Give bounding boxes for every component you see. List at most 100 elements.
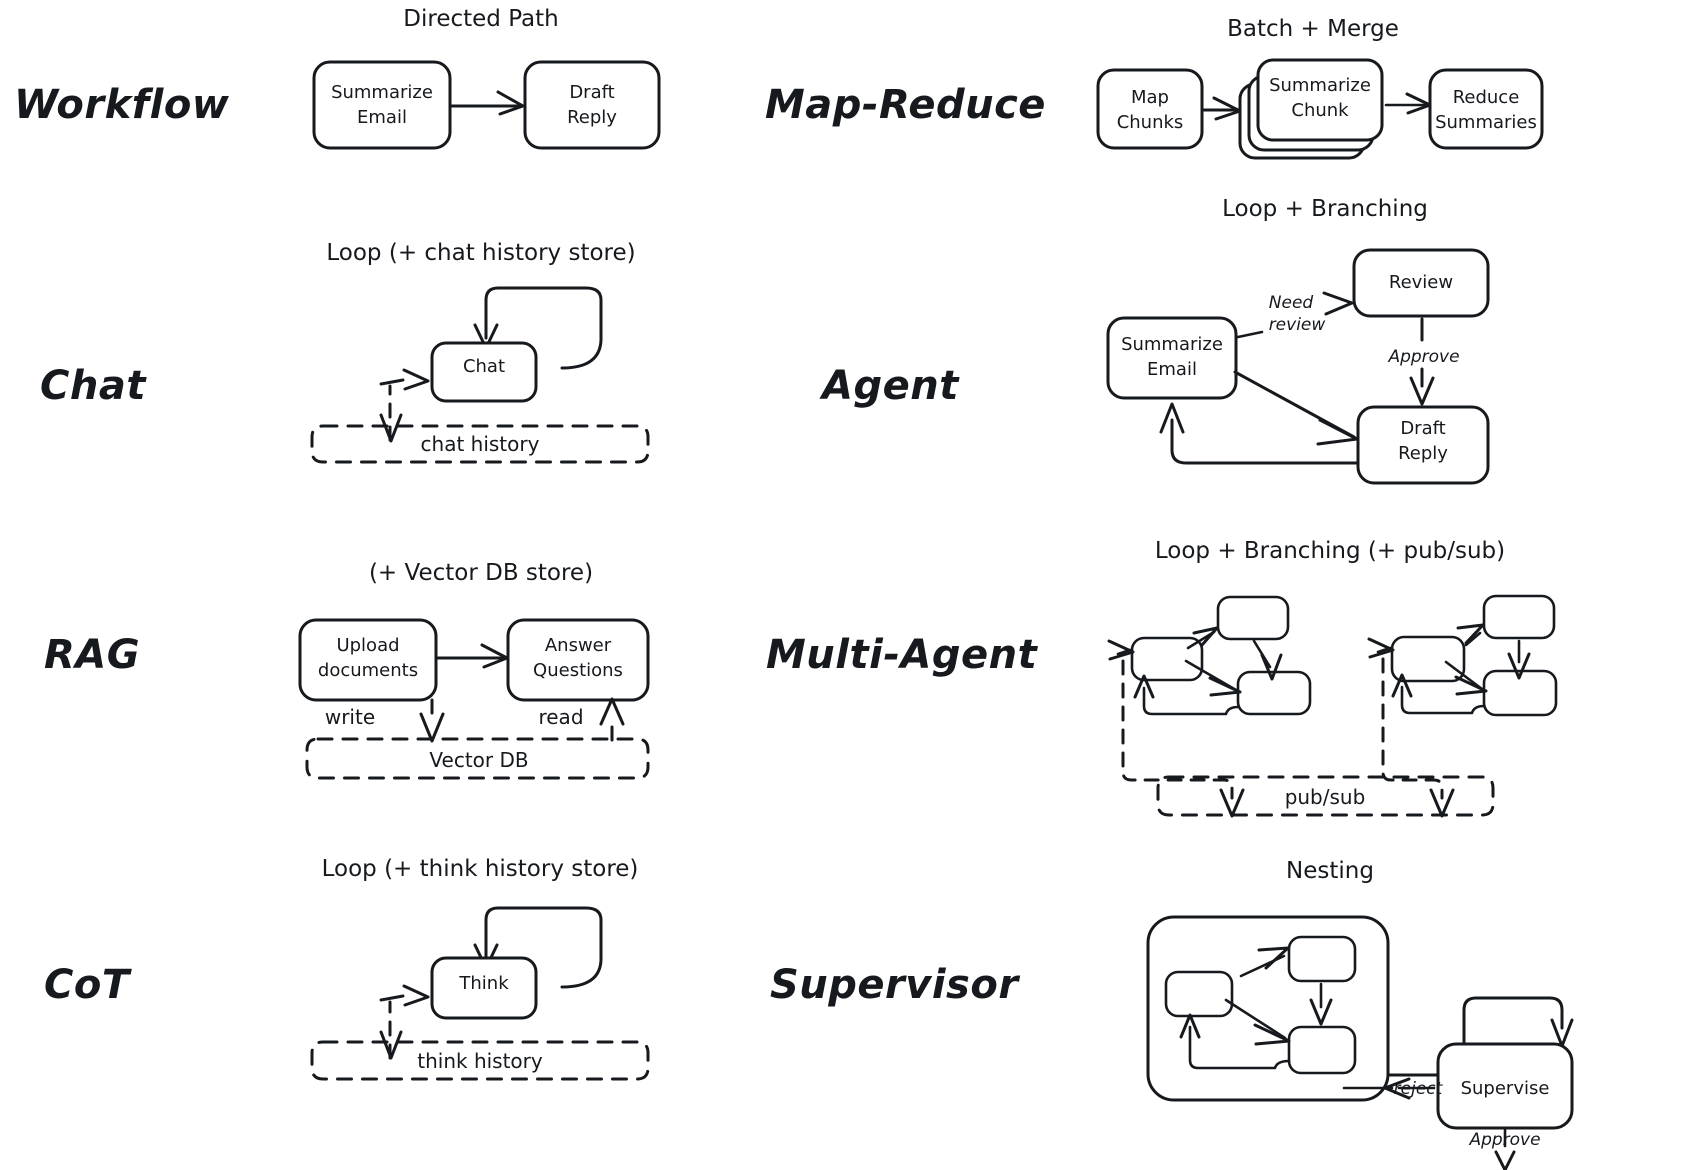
node-label: Summarize bbox=[1121, 334, 1223, 355]
node-label: Draft bbox=[1400, 418, 1445, 439]
pattern-title-directed-path: Directed Path bbox=[403, 6, 559, 32]
arrowhead-icon bbox=[1253, 1023, 1291, 1046]
node-agent-left[interactable] bbox=[1390, 635, 1466, 683]
edge-label: review bbox=[1269, 315, 1326, 335]
node-draft-reply[interactable] bbox=[1356, 405, 1490, 485]
edge-arrow bbox=[379, 994, 405, 1002]
node-chat[interactable] bbox=[430, 341, 538, 403]
node-supervise[interactable] bbox=[1436, 1042, 1574, 1130]
arrowhead-icon bbox=[1367, 637, 1395, 659]
diagram-rag: Upload documents Answer Questions write … bbox=[298, 618, 650, 780]
node-agent-bottom[interactable] bbox=[1236, 670, 1312, 716]
arrowhead-icon bbox=[1322, 291, 1354, 316]
edge-loop-back bbox=[1400, 685, 1486, 715]
node-summarize-email[interactable] bbox=[1106, 316, 1238, 400]
row-label-workflow: Workflow bbox=[14, 82, 230, 128]
arrowhead-icon bbox=[379, 413, 403, 443]
node-think[interactable] bbox=[430, 956, 538, 1020]
node-label: Map bbox=[1131, 87, 1169, 108]
node-label: Email bbox=[1147, 359, 1197, 380]
store-pub-sub bbox=[1156, 775, 1495, 817]
edge-label: reject bbox=[1394, 1079, 1444, 1099]
arrowhead-icon bbox=[402, 984, 430, 1007]
arrowhead-icon bbox=[496, 90, 525, 116]
arrowhead-icon bbox=[1260, 653, 1283, 681]
store-think-history bbox=[310, 1040, 650, 1081]
node-sub-agent-left[interactable] bbox=[1164, 970, 1234, 1018]
node-agent-top[interactable] bbox=[1216, 595, 1290, 641]
node-agent-left[interactable] bbox=[1130, 636, 1204, 682]
diagram-chat: Chat chat history bbox=[310, 286, 650, 464]
store-label: chat history bbox=[421, 432, 540, 456]
node-answer-questions[interactable] bbox=[506, 618, 650, 702]
arrowhead-icon bbox=[402, 368, 430, 391]
store-vector-db bbox=[305, 737, 650, 780]
node-label: Think bbox=[458, 973, 509, 994]
node-agent-top[interactable] bbox=[1482, 594, 1556, 640]
node-label: Questions bbox=[533, 660, 623, 681]
arrowhead-icon bbox=[1494, 1150, 1516, 1170]
node-label: Chunks bbox=[1117, 112, 1184, 133]
arrowhead-icon bbox=[1405, 92, 1432, 115]
node-label: Answer bbox=[545, 635, 612, 656]
node-label: Chunk bbox=[1291, 100, 1349, 121]
node-draft-reply[interactable] bbox=[523, 60, 661, 150]
row-label-chat: Chat bbox=[40, 363, 146, 409]
diagram-multi-agent: pub/sub bbox=[1107, 594, 1558, 818]
node-sub-agent-top[interactable] bbox=[1287, 935, 1357, 983]
pattern-title-loop-branching: Loop + Branching bbox=[1222, 196, 1428, 222]
arrowhead-icon bbox=[1257, 946, 1290, 970]
edge-arrow bbox=[1444, 660, 1484, 691]
row-label-rag: RAG bbox=[44, 632, 141, 678]
arrowhead-icon bbox=[1212, 96, 1242, 121]
row-label-supervisor: Supervisor bbox=[770, 962, 1019, 1008]
node-label: Upload bbox=[336, 635, 399, 656]
node-label: Summarize bbox=[331, 82, 433, 103]
node-agent-bottom[interactable] bbox=[1482, 669, 1558, 717]
pattern-title-nesting: Nesting bbox=[1286, 858, 1374, 884]
node-label: Draft bbox=[569, 82, 614, 103]
node-map-chunks[interactable] bbox=[1096, 68, 1204, 150]
node-review[interactable] bbox=[1352, 248, 1490, 318]
edge-self-loop bbox=[484, 906, 603, 989]
diagram-workflow: Summarize Email Draft Reply bbox=[312, 60, 661, 150]
node-label: Review bbox=[1389, 272, 1453, 293]
store-label: Vector DB bbox=[429, 748, 528, 772]
arrowhead-icon bbox=[1454, 675, 1488, 696]
arrowhead-icon bbox=[1107, 639, 1135, 661]
edge-label: read bbox=[538, 705, 583, 729]
edge-loop-back bbox=[1142, 686, 1240, 716]
node-summarize-email[interactable] bbox=[312, 60, 452, 150]
diagram-map-reduce: Map Chunks Summarize Chunk Reduce Summar… bbox=[1096, 58, 1544, 160]
edge-loop-back bbox=[1188, 1025, 1291, 1070]
node-summarize-chunk[interactable] bbox=[1256, 58, 1384, 142]
edge-self-loop bbox=[484, 286, 603, 370]
store-chat-history bbox=[310, 424, 650, 464]
edge-publish-dashed bbox=[1381, 657, 1444, 800]
edge-arrow bbox=[1224, 998, 1287, 1040]
node-label: Supervise bbox=[1461, 1078, 1550, 1099]
store-label: pub/sub bbox=[1285, 785, 1366, 809]
arrowhead-icon bbox=[1133, 674, 1155, 699]
edge-label: write bbox=[325, 705, 375, 729]
node-label: Chat bbox=[463, 356, 505, 377]
arrowhead-icon bbox=[599, 697, 625, 726]
node-upload-documents[interactable] bbox=[298, 618, 438, 702]
node-sub-agent-bottom[interactable] bbox=[1287, 1025, 1357, 1075]
pattern-title-loop-branching-pubsub: Loop + Branching (+ pub/sub) bbox=[1154, 538, 1506, 564]
pattern-title-vector-db-store: (+ Vector DB store) bbox=[368, 560, 594, 586]
arrowhead-icon bbox=[1507, 652, 1531, 680]
edge-label: Need bbox=[1269, 293, 1314, 313]
node-label: documents bbox=[318, 660, 418, 681]
arrowhead-icon bbox=[1208, 676, 1242, 697]
store-label: think history bbox=[417, 1049, 543, 1073]
arrowhead-icon bbox=[419, 712, 445, 743]
edge-label-approve-supervisor: Approve bbox=[1469, 1130, 1541, 1150]
row-label-agent: Agent bbox=[822, 363, 959, 409]
node-label: Reply bbox=[567, 107, 617, 128]
node-reduce-summaries[interactable] bbox=[1428, 68, 1544, 150]
node-label: Summarize bbox=[1269, 75, 1371, 96]
edge-arrow bbox=[379, 378, 405, 386]
edge-publish-dashed bbox=[1121, 659, 1234, 800]
diagram-supervisor: Supervise reject Approve bbox=[1146, 915, 1574, 1170]
